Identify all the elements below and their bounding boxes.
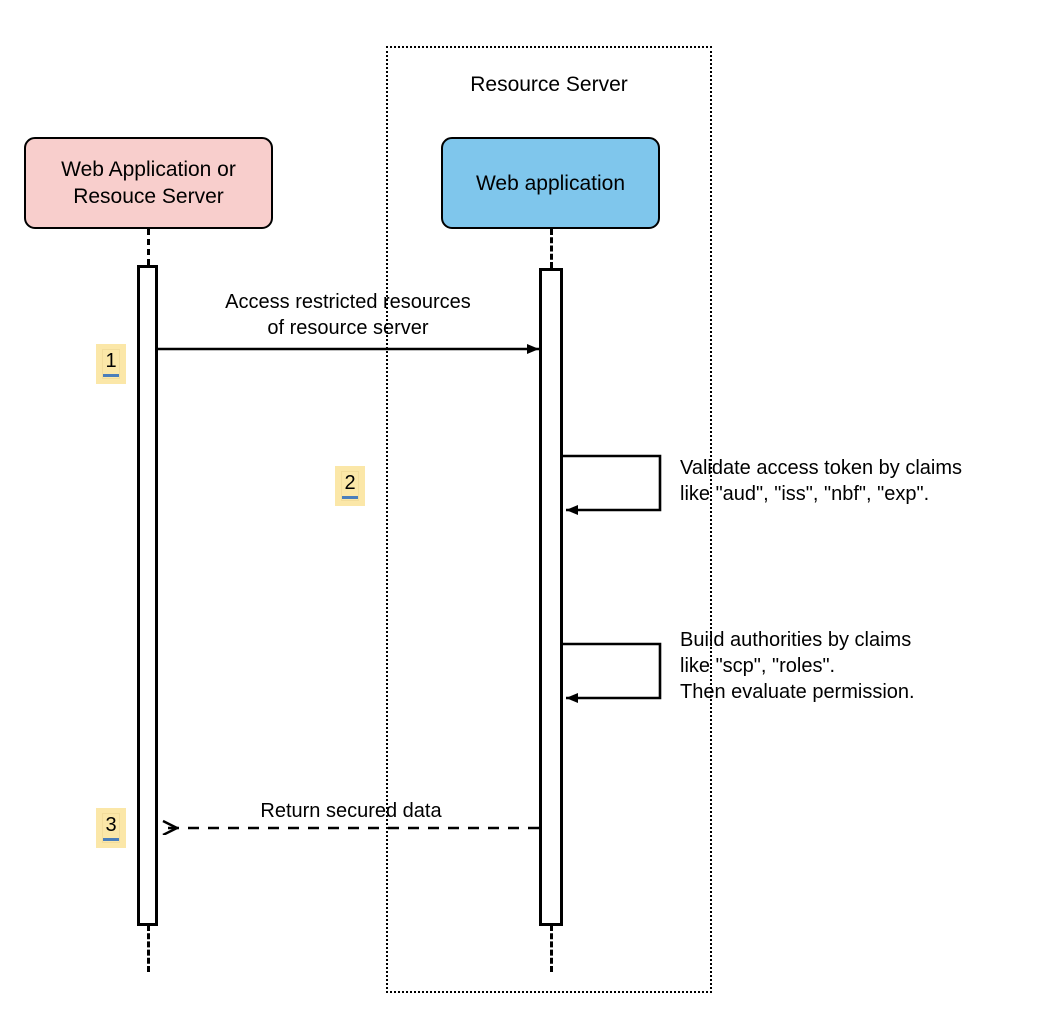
- message-label-return: Return secured data: [260, 800, 442, 822]
- step-badge-2[interactable]: 2: [335, 466, 365, 506]
- step-badge-1-number: 1: [105, 350, 117, 372]
- lifeline-client-tail: [147, 925, 150, 972]
- participant-server-label: Web application: [475, 171, 626, 195]
- step-badge-2-underline: [342, 496, 358, 499]
- participant-web-application[interactable]: Web application: [441, 137, 660, 229]
- step-badge-3-number: 3: [105, 814, 117, 836]
- step-badge-3[interactable]: 3: [96, 808, 126, 848]
- lifeline-server-top: [550, 229, 553, 268]
- activation-bar-client: [137, 265, 158, 926]
- lifeline-server-tail: [550, 925, 553, 972]
- participant-client-label: Web Application or Resouce Server: [61, 158, 236, 208]
- step-badge-3-inner: 3: [102, 813, 120, 843]
- message-arrow-3-self: [563, 642, 662, 703]
- step-badge-1-underline: [103, 374, 119, 377]
- resource-server-frame: [386, 46, 712, 993]
- message-label-2: Validate access token by claims like "au…: [680, 457, 962, 505]
- message-label-1: Access restricted resources of resource …: [225, 291, 471, 339]
- frame-title: Resource Server: [470, 73, 628, 96]
- message-label-3: Build authorities by claims like "scp", …: [680, 629, 915, 703]
- lifeline-client-top: [147, 229, 150, 265]
- participant-web-application-or-resource-server[interactable]: Web Application or Resouce Server: [24, 137, 273, 229]
- step-badge-1[interactable]: 1: [96, 344, 126, 384]
- step-badge-1-inner: 1: [102, 349, 120, 379]
- activation-bar-server: [539, 268, 563, 926]
- step-badge-2-inner: 2: [341, 471, 359, 501]
- message-arrow-2-self: [563, 454, 662, 515]
- step-badge-3-underline: [103, 838, 119, 841]
- step-badge-2-number: 2: [344, 472, 356, 494]
